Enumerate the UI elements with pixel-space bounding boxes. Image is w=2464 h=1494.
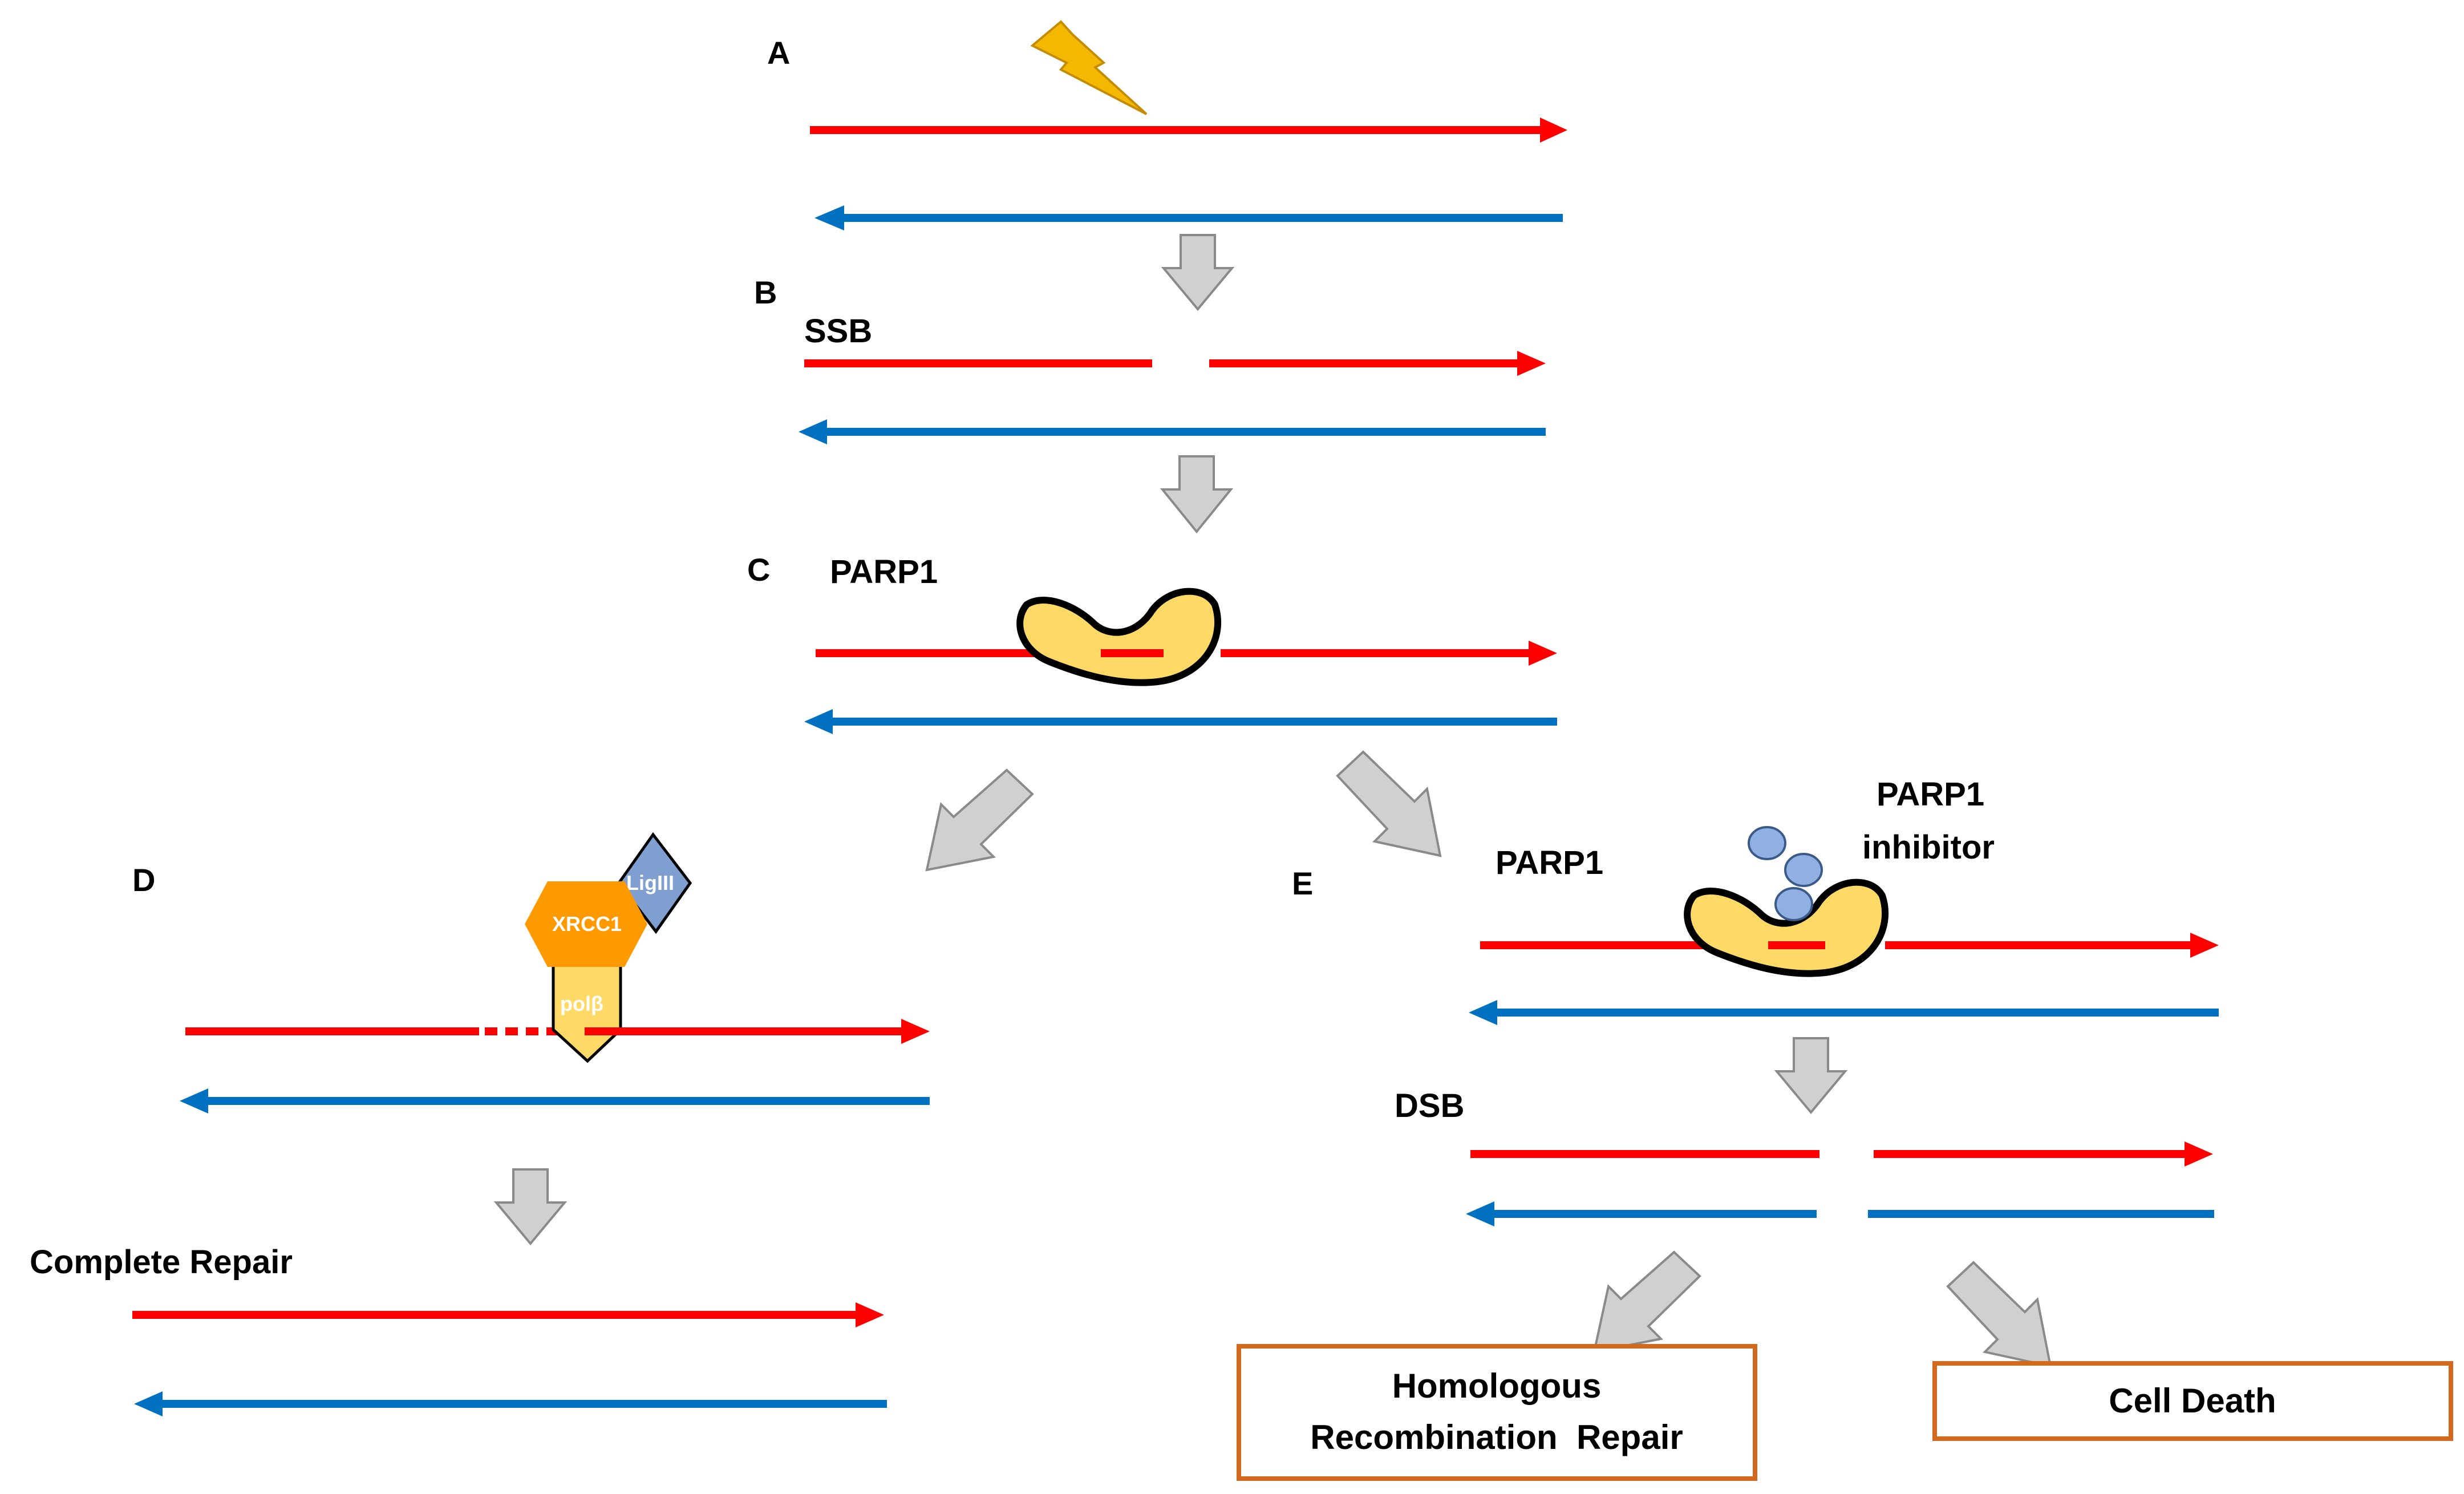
dna-strand-bottom-c: [804, 709, 1557, 734]
inhibitor-label-line2: inhibitor: [1862, 829, 1995, 866]
process-arrow-dsb-hr: [1592, 1250, 1701, 1354]
panel-label-a: A: [767, 35, 790, 71]
process-arrow-d-repair: [493, 1168, 568, 1246]
parp1-label-e: PARP1: [1496, 844, 1603, 881]
dna-strand-top-a: [810, 118, 1567, 143]
xrcc1-label: XRCC1: [552, 912, 622, 936]
polb-label: polβ: [560, 992, 603, 1015]
parp1-label-c: PARP1: [830, 553, 938, 590]
panel-label-b: B: [754, 274, 777, 310]
dsb-label: DSB: [1395, 1087, 1464, 1124]
homologous-recombination-box: Homologous Recombination Repair: [1237, 1344, 1757, 1481]
hr-label-line2: Recombination Repair: [1310, 1418, 1683, 1456]
inhibitor-molecule-1: [1748, 826, 1786, 860]
dna-strand-bottom-d: [180, 1088, 930, 1114]
dna-strand-top-b: [804, 351, 1546, 376]
dna-strand-bottom-b: [799, 419, 1546, 444]
process-arrow-e-dsb: [1774, 1037, 1848, 1115]
panel-label-c: C: [747, 552, 770, 588]
inhibitor-label-line1: PARP1: [1877, 776, 1984, 813]
lightning-icon: [1030, 20, 1148, 115]
hr-label-line1: Homologous: [1392, 1367, 1602, 1405]
dna-strand-bottom-repaired: [134, 1391, 887, 1416]
dna-strand-bottom-e: [1469, 1000, 2219, 1025]
dna-strand-top-dsb: [1470, 1141, 2213, 1167]
parp1-protein-c: [1016, 588, 1221, 686]
cell-death-box: Cell Death: [1932, 1361, 2453, 1441]
xrcc1-protein: XRCC1: [525, 881, 647, 967]
panel-label-d: D: [132, 862, 155, 898]
process-arrow-a-b: [1161, 234, 1235, 311]
process-arrow-b-c: [1160, 455, 1234, 534]
panel-label-e: E: [1292, 865, 1313, 901]
lig3-label: LigIII: [626, 871, 674, 894]
parp1-protein-e: [1684, 878, 1888, 977]
ssb-label: SSB: [804, 313, 872, 350]
inhibitor-molecule-2: [1784, 853, 1823, 887]
process-arrow-c-e: [1336, 750, 1442, 857]
dna-strand-top-d: [185, 1019, 930, 1044]
inhibitor-molecule-3: [1774, 887, 1813, 921]
process-arrow-dsb-death: [1946, 1261, 2052, 1368]
polb-protein: polβ: [552, 962, 622, 1063]
dna-strand-bottom-dsb: [1466, 1201, 2214, 1226]
dna-strand-bottom-a: [814, 205, 1563, 230]
complete-repair-label: Complete Repair: [30, 1244, 293, 1281]
lig3-protein: LigIII: [617, 832, 692, 934]
cell-death-label: Cell Death: [2109, 1382, 2276, 1420]
process-arrow-c-d: [925, 768, 1034, 872]
dna-strand-top-repaired: [132, 1302, 884, 1327]
